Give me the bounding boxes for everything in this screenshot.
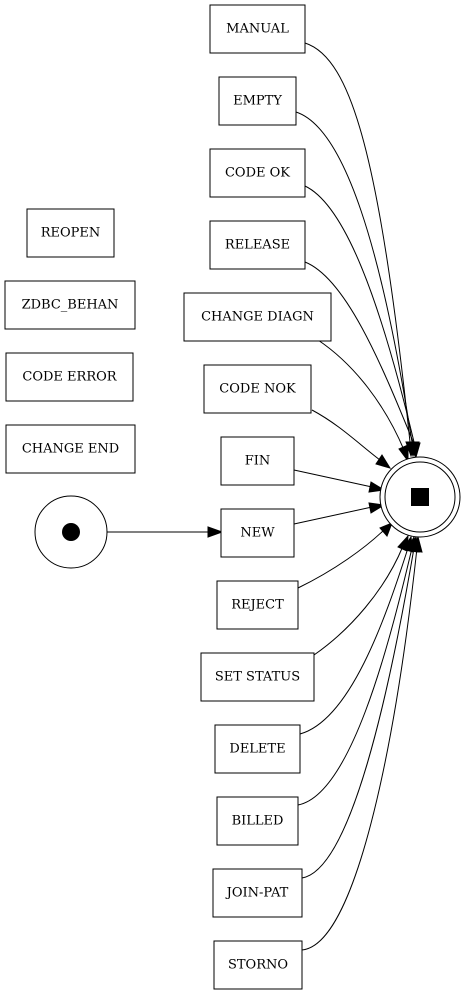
arrowhead-end-new: [368, 502, 386, 514]
node-manual[interactable]: MANUAL: [209, 4, 306, 54]
edge-code-ok-end: [304, 185, 415, 443]
start-dot-icon: [62, 523, 80, 541]
node-label: REJECT: [231, 598, 284, 613]
edge-fin-end: [293, 469, 373, 488]
node-label: BILLED: [232, 814, 284, 829]
edge-new-end: [293, 506, 373, 525]
node-code-error[interactable]: CODE ERROR: [5, 352, 134, 402]
node-label: RELEASE: [225, 238, 290, 253]
node-delete[interactable]: DELETE: [214, 724, 301, 774]
edge-billed-end: [297, 547, 413, 806]
node-billed[interactable]: BILLED: [216, 796, 299, 846]
edge-code-nok-end: [311, 409, 381, 461]
node-label: CODE OK: [225, 166, 290, 181]
node-label: REOPEN: [41, 226, 101, 241]
node-code-ok[interactable]: CODE OK: [209, 148, 306, 198]
node-code-nok[interactable]: CODE NOK: [203, 364, 312, 414]
node-label: CHANGE DIAGN: [201, 310, 314, 325]
node-label: ZDBC_BEHAN: [22, 298, 119, 313]
node-label: CODE ERROR: [22, 370, 117, 385]
node-empty[interactable]: EMPTY: [218, 76, 297, 126]
node-fin[interactable]: FIN: [220, 436, 295, 486]
node-change-end[interactable]: CHANGE END: [5, 424, 136, 474]
node-change-diagn[interactable]: CHANGE DIAGN: [183, 292, 332, 342]
edge-manual-end: [304, 42, 411, 443]
node-new[interactable]: NEW: [220, 508, 295, 558]
stop-square-icon: [411, 488, 429, 506]
node-reject[interactable]: REJECT: [216, 580, 299, 630]
node-label: SET STATUS: [215, 670, 300, 685]
arrowhead-end-reject: [379, 522, 393, 537]
node-label: NEW: [240, 526, 275, 541]
edge-change-diagn-end: [317, 339, 405, 451]
node-label: JOIN-PAT: [225, 886, 289, 901]
edge-release-end: [304, 261, 415, 445]
edge-storno-end: [301, 547, 418, 951]
arrowhead-end-storno: [411, 535, 423, 553]
node-label: STORNO: [228, 958, 288, 973]
node-set-status[interactable]: SET STATUS: [200, 652, 315, 702]
node-reopen[interactable]: REOPEN: [26, 208, 115, 258]
arrowhead-end-release: [409, 442, 421, 459]
node-label: CHANGE END: [22, 442, 119, 457]
node-label: MANUAL: [226, 22, 289, 37]
node-label: CODE NOK: [219, 382, 296, 397]
start-node: [34, 495, 108, 569]
edges: [107, 42, 423, 951]
edge-reject-end: [297, 529, 385, 589]
end-node: [379, 456, 461, 538]
node-join-pat[interactable]: JOIN-PAT: [212, 868, 303, 918]
edge-delete-end: [299, 547, 409, 735]
edge-join-pat-end: [301, 547, 415, 879]
node-zdbc-behan[interactable]: ZDBC_BEHAN: [4, 280, 136, 330]
arrowhead-end-code-nok: [375, 454, 392, 469]
edge-empty-end: [295, 111, 413, 443]
node-label: FIN: [245, 454, 271, 469]
node-storno[interactable]: STORNO: [213, 940, 303, 990]
arrowhead-new: [207, 526, 224, 538]
nodes: MANUAL EMPTY CODE OK RELEASE CHANGE DIAG…: [4, 4, 332, 990]
node-label: DELETE: [229, 742, 285, 757]
arrowhead-end-change-diagn: [398, 444, 409, 463]
node-label: EMPTY: [233, 94, 282, 109]
edge-set-status-end: [313, 545, 404, 656]
node-release[interactable]: RELEASE: [209, 220, 306, 270]
